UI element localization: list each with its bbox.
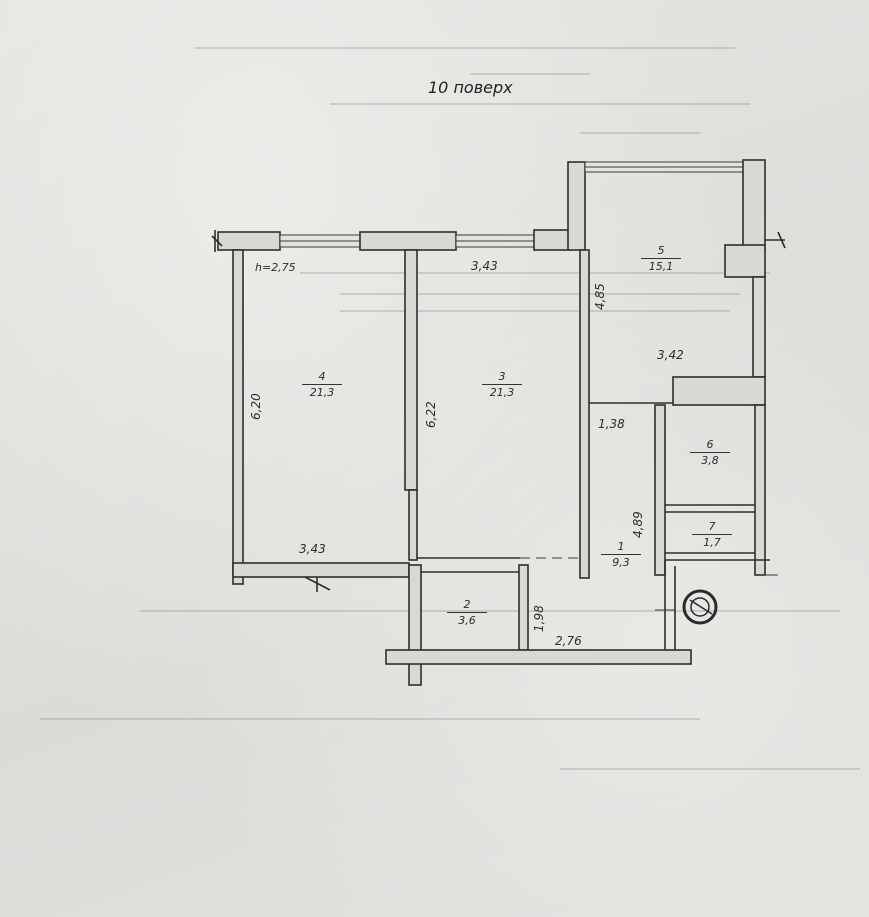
room3-area: 21,3 — [482, 384, 522, 399]
exterior-wall-bottom — [385, 649, 692, 665]
room6-area: 3,8 — [690, 452, 730, 467]
floor-title: 10 поверх — [428, 78, 513, 97]
room2-number: 2 — [463, 598, 471, 611]
bathroom-wall-left — [654, 404, 666, 576]
exterior-wall-top-right — [533, 229, 571, 251]
partition-4-3 — [404, 249, 418, 491]
bleed-through-line — [330, 103, 750, 105]
room2-wall-right — [518, 564, 529, 651]
room2-area: 3,6 — [447, 612, 487, 627]
room4-number: 4 — [318, 370, 326, 383]
kitchen-wall-right-lower — [752, 276, 766, 378]
partition-4-3-lower — [408, 489, 418, 561]
dim-hall-width: 1,38 — [598, 417, 625, 431]
room1-number: 1 — [617, 540, 625, 553]
ventilation-shaft — [724, 244, 766, 278]
dim-room2-width: 2,76 — [555, 634, 582, 648]
room1-area: 9,3 — [601, 554, 641, 569]
kitchen-wall-right-upper — [742, 159, 766, 251]
exterior-wall-top-left — [217, 231, 281, 251]
room3-number: 3 — [498, 370, 506, 383]
bleed-through-line — [340, 310, 730, 312]
dim-room5-height: 4,85 — [593, 283, 607, 310]
bathroom-wall-right — [754, 404, 766, 576]
exterior-wall-left — [232, 249, 244, 585]
room5-number: 5 — [657, 244, 665, 257]
bleed-through-line — [560, 768, 860, 770]
room2-wall-left — [408, 564, 422, 686]
dim-hall-height: 4,89 — [631, 511, 645, 538]
dim-room5-width: 3,42 — [657, 348, 684, 362]
room4-wall-bottom — [232, 562, 410, 578]
room7-area: 1,7 — [692, 534, 732, 549]
kitchen-wall-left — [567, 161, 586, 251]
partition-3-hall — [579, 249, 590, 579]
room6-number: 6 — [706, 438, 714, 451]
bleed-through-line — [300, 272, 770, 274]
room7-number: 7 — [708, 520, 716, 533]
room4-area: 21,3 — [302, 384, 342, 399]
bleed-through-line — [195, 47, 735, 49]
riser-symbol — [682, 589, 718, 625]
dim-room4-width: 3,43 — [299, 542, 326, 556]
dim-room3-height: 6,22 — [424, 401, 438, 428]
bleed-through-line — [140, 610, 840, 612]
bleed-through-line — [470, 73, 590, 75]
dim-room3-width: 3,43 — [471, 259, 498, 273]
bleed-through-line — [40, 718, 700, 720]
dim-room2-height: 1,98 — [532, 605, 546, 632]
room5-area: 15,1 — [641, 258, 681, 273]
bleed-through-line — [580, 132, 700, 134]
exterior-wall-top-mid — [359, 231, 457, 251]
dim-room4-height: 6,20 — [249, 393, 263, 420]
ceiling-height-label: h=2,75 — [255, 261, 296, 274]
kitchen-wall-bottom — [672, 376, 766, 406]
bleed-through-line — [340, 293, 740, 295]
